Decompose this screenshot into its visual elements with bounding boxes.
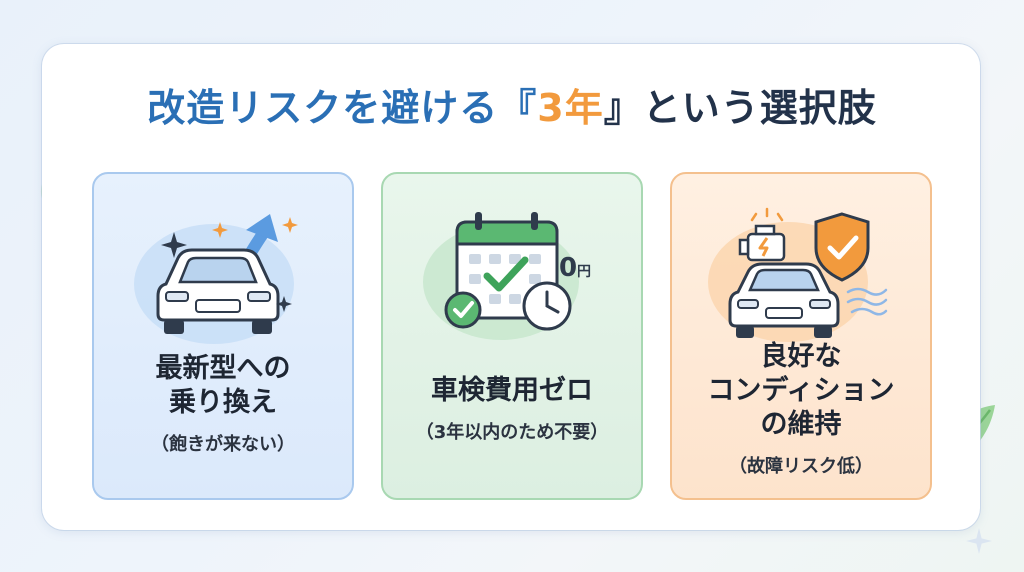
heading-line: 乗り換え: [169, 387, 277, 418]
card-heading: 良好な コンディション の維持: [672, 340, 930, 442]
car-icon: [156, 248, 280, 334]
title-highlight: 3年: [537, 86, 604, 130]
heading-line: 最新型への: [155, 353, 291, 384]
title-part-1: 改造リスクを避ける『: [147, 86, 538, 130]
card-heading: 最新型への 乗り換え: [94, 352, 352, 420]
calendar-illustration: 0 円: [423, 212, 591, 340]
sparkle-icon: [161, 217, 298, 312]
card-note: （故障リスク低）: [729, 456, 873, 477]
heading-line: 良好な: [760, 341, 842, 372]
card-inspection-free: 0 円 車検費用ゼロ （3年以内のため不要）: [381, 172, 643, 500]
zero-yen-badge: 0: [559, 253, 577, 283]
shield-icon: [814, 212, 870, 282]
card-heading: 車検費用ゼロ: [431, 375, 593, 406]
car-icon: [728, 262, 840, 338]
card-condition: 良好な コンディション の維持 （故障リスク低）: [670, 172, 932, 500]
yen-unit: 円: [577, 264, 591, 280]
wind-icon: [846, 287, 888, 316]
heading-line: の維持: [760, 409, 842, 440]
condition-illustration: [708, 207, 888, 342]
engine-icon: [738, 207, 786, 262]
card-new-model: 最新型への 乗り換え （飽きが来ない）: [92, 172, 354, 500]
car-upgrade-illustration: [134, 214, 298, 344]
clock-icon: [522, 281, 572, 331]
heading-line: コンディション: [707, 375, 895, 406]
page-title: 改造リスクを避ける『3年』という選択肢: [0, 80, 1024, 136]
card-note: （飽きが来ない）: [151, 434, 295, 455]
card-note: （3年以内のため不要）: [415, 422, 609, 443]
sparkle-decoration: [966, 528, 992, 554]
calendar-check-icon: [455, 212, 559, 320]
title-part-3: 』という選択肢: [603, 86, 877, 130]
check-circle-icon: [444, 291, 482, 329]
